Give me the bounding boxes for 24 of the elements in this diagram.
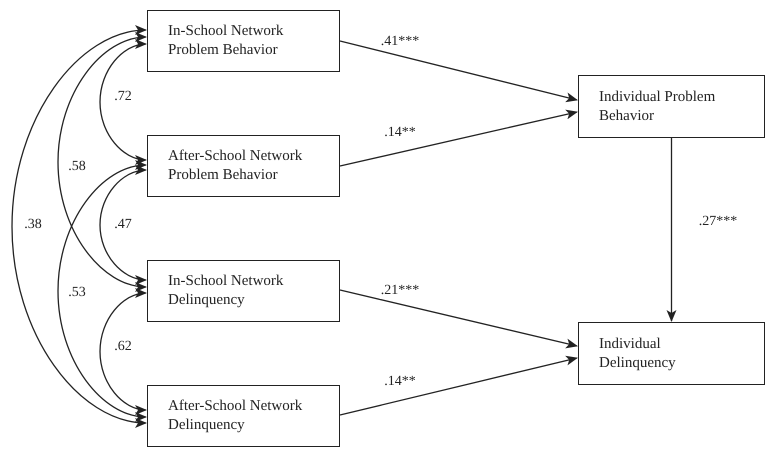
- arrow: [340, 40, 578, 102]
- variable-name: Individual Problem Behavior: [599, 88, 716, 126]
- arrow: [340, 289, 578, 348]
- variable-name: After-School Network Problem Behavior: [168, 147, 304, 185]
- double-headed-arrow: [11, 26, 147, 427]
- variable-box: [147, 135, 340, 197]
- variable-box: [578, 75, 765, 138]
- double-headed-arrow: [99, 40, 147, 164]
- variable-name: In-School Network Problem Behavior: [168, 22, 284, 60]
- arrow: [340, 356, 578, 416]
- variable-name: Individual Delinquency: [599, 334, 677, 372]
- variable-name: After-School Network Delinquency: [168, 397, 304, 435]
- edge-label: .21***: [380, 283, 420, 299]
- double-headed-arrow: [99, 289, 147, 414]
- double-headed-arrow: [57, 33, 147, 291]
- variable-box: [147, 260, 340, 322]
- variable-box: [147, 385, 340, 447]
- variable-box: [578, 322, 765, 385]
- double-headed-arrow: [57, 161, 147, 421]
- variable-box: [147, 10, 340, 72]
- variable-name: In-School Network Delinquency: [168, 272, 284, 310]
- arrow: [666, 138, 676, 322]
- arrow: [340, 110, 578, 167]
- double-headed-arrow: [99, 166, 147, 284]
